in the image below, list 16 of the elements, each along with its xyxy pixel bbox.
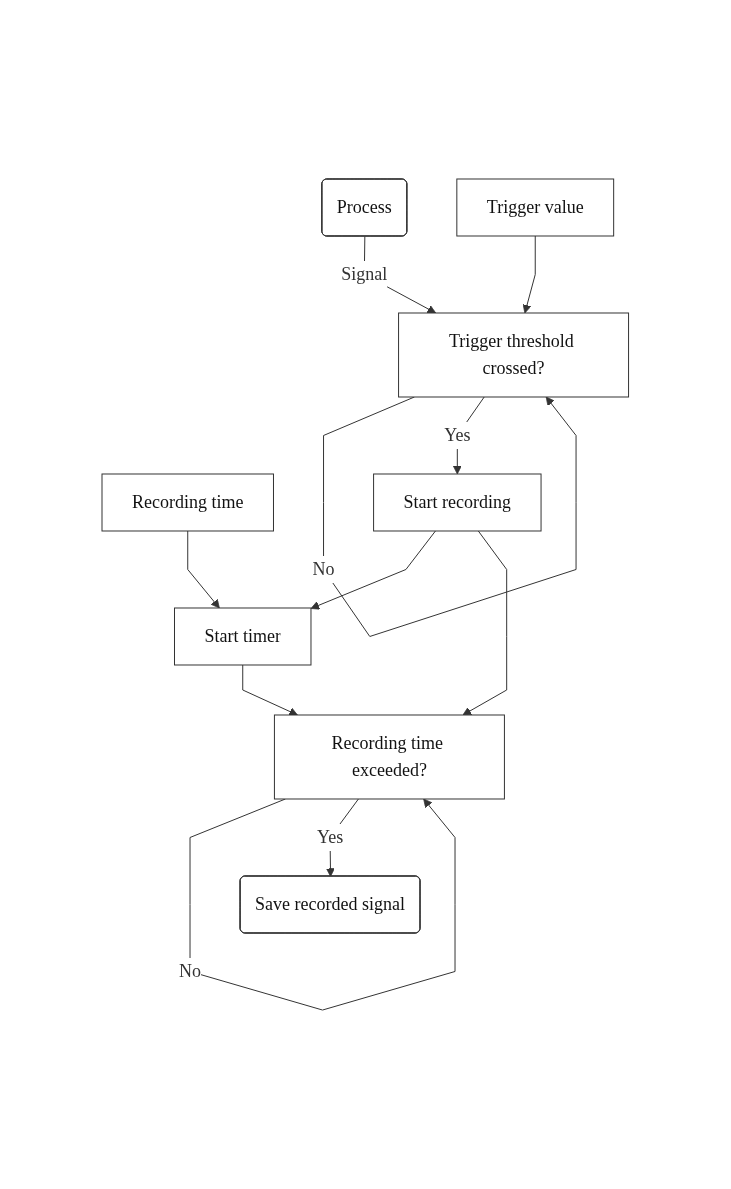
arrow [522, 235, 536, 314]
edge-label: No [312, 558, 335, 579]
edge-label: No [179, 960, 202, 981]
edge-label: Signal [341, 263, 388, 284]
node-box: Start recording [373, 473, 542, 532]
edge-label: Yes [444, 424, 471, 445]
edge-label: Yes [317, 826, 344, 847]
arrow [187, 530, 220, 609]
arrow [310, 530, 437, 610]
node-box: Trigger value [456, 178, 615, 237]
node-box: Recording time exceeded? [274, 714, 506, 800]
node-box: Trigger threshold crossed? [398, 312, 630, 398]
arrow [242, 664, 299, 716]
node-box: Recording time [101, 473, 275, 532]
arrow [462, 530, 508, 716]
node-box: Start timer [174, 607, 312, 666]
